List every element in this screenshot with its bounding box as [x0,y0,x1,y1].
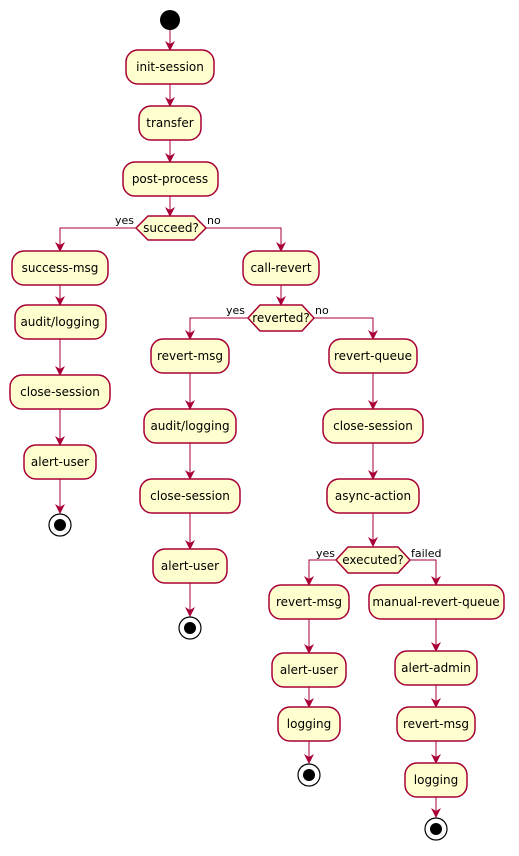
activity-manual-revert-queue: manual-revert-queue [368,584,505,620]
edge-succeed-no [206,227,286,252]
label-succeed-yes: yes [115,214,134,227]
activity-revert-queue: revert-queue [328,338,418,374]
activity-label: revert-msg [157,349,223,363]
activity-label: logging [287,717,331,731]
activity-async-action: async-action [326,478,420,514]
decision-succeed: succeed? [134,215,208,241]
activity-label: revert-queue [334,349,412,363]
decision-executed: executed? [334,546,412,574]
activity-post-process: post-process [122,161,219,197]
start-node [160,10,180,30]
activity-close-session: close-session [9,374,111,410]
activity-label: audit/logging [20,315,99,329]
edge-reverted-yes [185,317,248,340]
activity-label: audit/logging [150,419,229,433]
activity-label: init-session [136,60,204,74]
activity-logging: logging [404,762,468,798]
activity-label: alert-user [161,559,219,573]
end-node [48,513,72,537]
label-reverted-no: no [315,304,329,317]
activity-label: alert-admin [401,661,471,675]
activity-label: alert-user [31,455,89,469]
activity-alert-admin: alert-admin [394,650,478,686]
decision-succeed-label: succeed? [143,221,199,235]
activity-revert-msg: revert-msg [396,706,476,742]
activity-label: async-action [335,489,411,503]
edge-executed-yes [304,559,336,586]
activity-close-session: close-session [322,408,424,444]
activity-audit-logging: audit/logging [143,408,237,444]
activity-label: close-session [333,419,413,433]
end-node [424,817,448,841]
activity-audit-logging: audit/logging [14,304,107,340]
end-node [297,763,321,787]
edge-reverted-no [314,317,378,340]
decision-executed-label: executed? [342,553,404,567]
activity-label: manual-revert-queue [372,595,499,609]
edges [55,30,441,818]
label-executed-failed: failed [411,547,441,560]
activity-alert-user: alert-user [271,652,347,688]
activity-close-session: close-session [139,478,241,514]
activity-label: logging [414,773,458,787]
activity-alert-user: alert-user [23,444,97,480]
activity-success-msg: success-msg [11,250,109,286]
activity-label: alert-user [280,663,338,677]
activity-label: revert-msg [276,595,342,609]
edge-executed-failed [410,559,441,586]
activity-revert-msg: revert-msg [150,338,230,374]
activity-init-session: init-session [125,49,215,85]
activity-alert-user: alert-user [152,548,228,584]
activity-logging: logging [277,706,341,742]
decision-reverted: reverted? [246,304,316,332]
activity-label: post-process [132,172,208,186]
activity-label: close-session [150,489,230,503]
end-node [178,616,202,640]
activity-label: revert-msg [403,717,469,731]
label-reverted-yes: yes [226,304,245,317]
activity-label: call-revert [250,261,311,275]
activity-call-revert: call-revert [242,250,320,286]
activity-label: close-session [20,385,100,399]
activity-transfer: transfer [138,105,202,141]
decision-reverted-label: reverted? [252,311,310,325]
edge-succeed-yes [55,227,136,252]
label-executed-yes: yes [316,547,335,560]
activity-label: transfer [146,116,193,130]
activity-revert-msg: revert-msg [268,584,350,620]
edge-labels: yes no yes no yes failed [115,214,442,560]
label-succeed-no: no [207,214,221,227]
activity-label: success-msg [22,261,99,275]
